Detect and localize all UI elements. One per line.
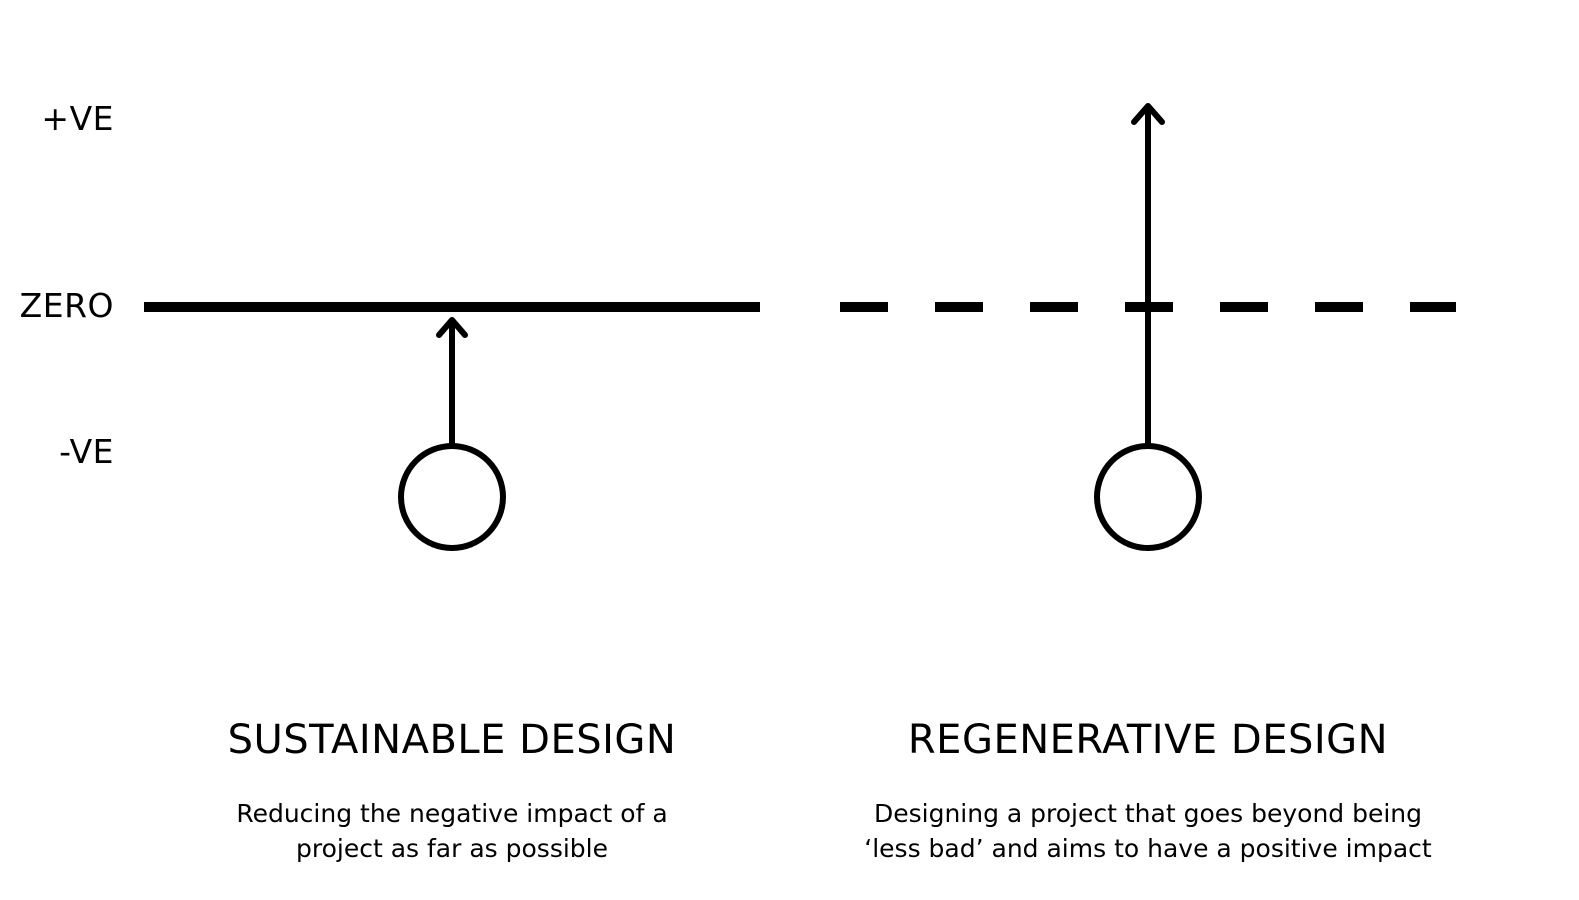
zero-axis-label: ZERO: [19, 286, 114, 325]
positive-axis-label: +VE: [41, 99, 114, 138]
regenerative-design-description: Designing a project that goes beyond bei…: [768, 796, 1528, 866]
regenerative-design-title: REGENERATIVE DESIGN: [907, 717, 1389, 763]
regenerative-arrow-head-icon: [1131, 103, 1165, 125]
regenerative-origin-circle: [1094, 443, 1202, 551]
regenerative-description-line: ‘less bad’ and aims to have a positive i…: [864, 834, 1432, 863]
sustainable-arrow-head-icon: [436, 317, 468, 338]
sustainable-origin-circle: [398, 443, 506, 551]
sustainable-design-title: SUSTAINABLE DESIGN: [227, 717, 677, 763]
negative-axis-label: -VE: [59, 432, 114, 471]
sustainable-description-line: Reducing the negative impact of a: [236, 799, 668, 828]
regenerative-description-line: Designing a project that goes beyond bei…: [873, 799, 1423, 828]
sustainable-design-description: Reducing the negative impact of a projec…: [72, 796, 832, 866]
sustainable-description-line: project as far as possible: [296, 834, 608, 863]
